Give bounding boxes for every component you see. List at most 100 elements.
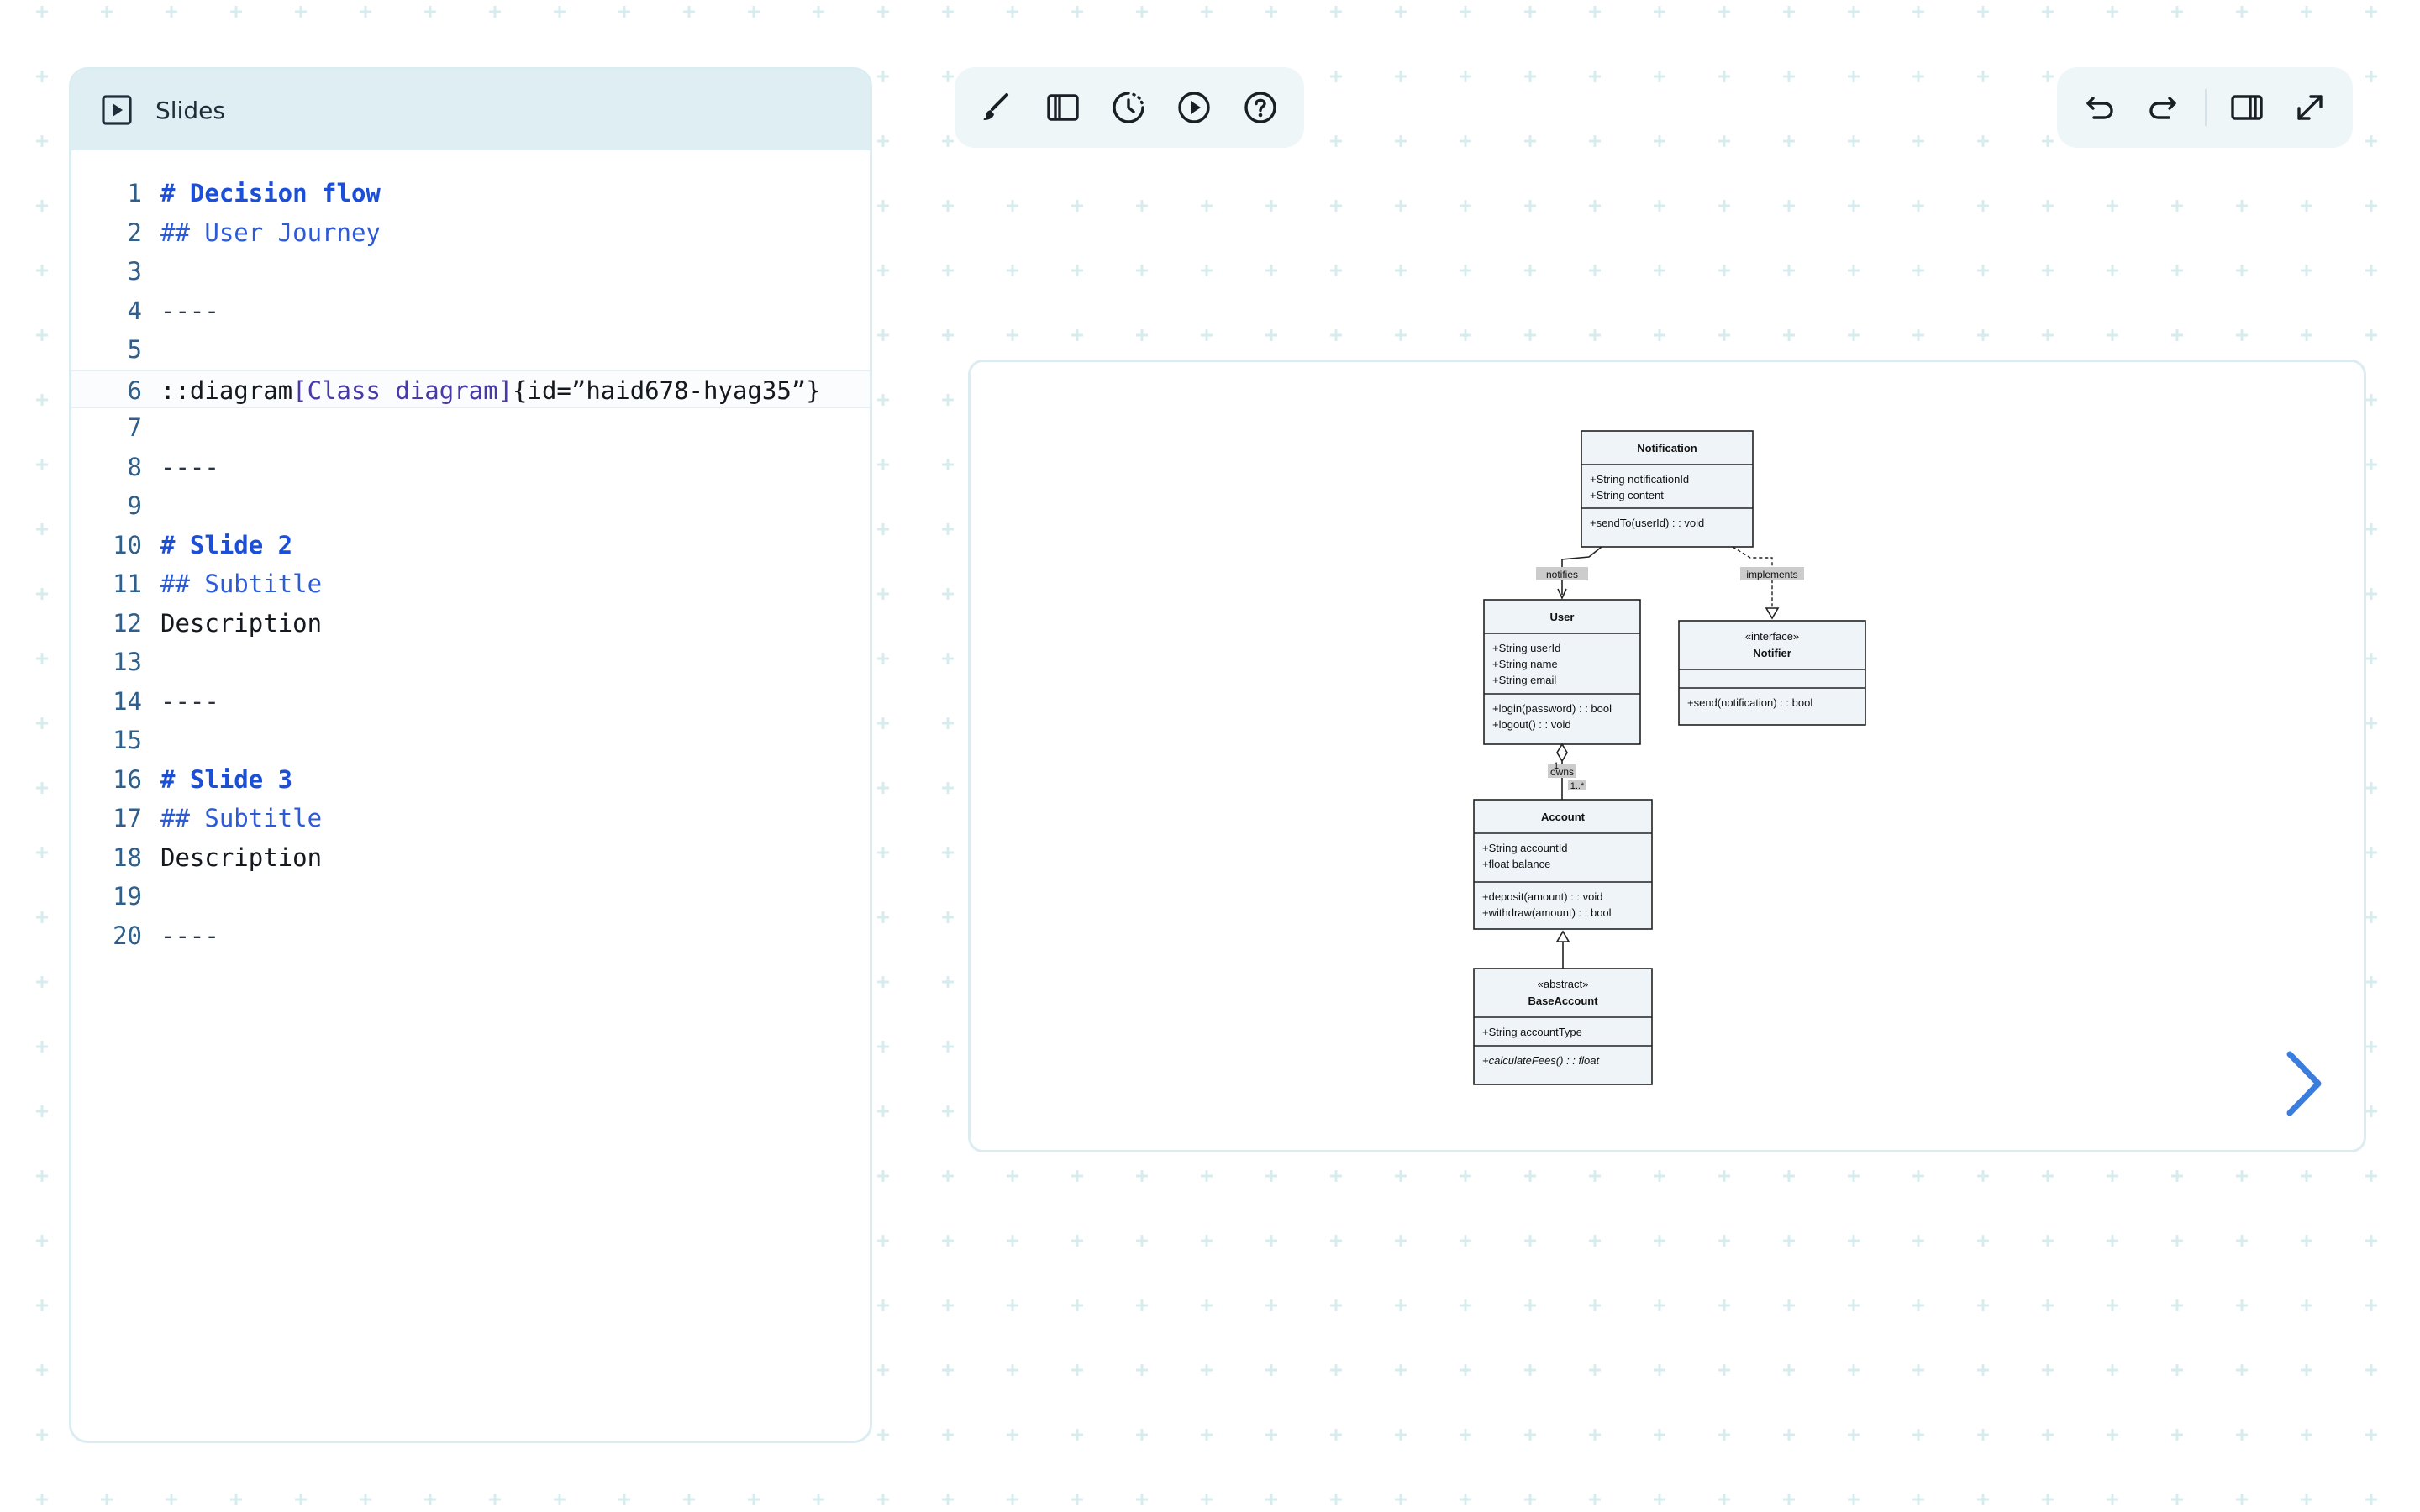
code-line[interactable]: 12 Description: [71, 604, 870, 643]
line-number: 7: [127, 413, 142, 442]
class-method: +calculateFees() : : float: [1482, 1054, 1600, 1067]
line-number: 1: [127, 179, 142, 207]
line-number: 2: [127, 218, 142, 247]
code-line[interactable]: 17## Subtitle: [71, 799, 870, 838]
line-number: 18: [113, 843, 142, 872]
line-number: 5: [127, 335, 142, 364]
brush-icon: [983, 93, 1009, 120]
code-line[interactable]: 1 # Decision flow: [71, 174, 870, 213]
code-line[interactable]: 15: [71, 721, 870, 760]
class-name: Notifier: [1753, 647, 1791, 659]
brush-button[interactable]: [975, 85, 1018, 130]
class-method: +deposit(amount) : : void: [1482, 890, 1602, 903]
code-line[interactable]: 4----: [71, 291, 870, 331]
owns-multiplicity-to-bg: [1568, 780, 1586, 790]
line-number: 3: [127, 257, 142, 286]
code-line[interactable]: 9: [71, 486, 870, 526]
line-number: 20: [113, 921, 142, 950]
line-number: 10: [113, 530, 142, 559]
help-circle-icon: [1244, 92, 1276, 123]
line-text: ## Subtitle: [160, 804, 323, 832]
redo-icon: [2149, 97, 2176, 119]
code-line[interactable]: 3: [71, 252, 870, 291]
owns-label-bg: [1548, 764, 1576, 778]
line-number: 9: [127, 491, 142, 520]
sidebar-layout-icon: [1046, 94, 1079, 121]
line-number: 11: [113, 570, 142, 598]
class-attribute: +String accountId: [1482, 842, 1568, 854]
class-name: BaseAccount: [1528, 995, 1598, 1007]
class-notifier[interactable]: «interface» Notifier +send(notification) :…: [1678, 620, 1866, 726]
implements-label-bg: [1740, 567, 1804, 580]
class-attribute: +String content: [1590, 489, 1664, 501]
next-slide-button[interactable]: [2275, 1046, 2333, 1121]
code-line[interactable]: 10# Slide 2: [71, 526, 870, 565]
line-number: 19: [113, 882, 142, 911]
help-button[interactable]: [1239, 85, 1282, 130]
class-attribute: +float balance: [1482, 858, 1550, 870]
code-line[interactable]: 2 ## User Journey: [71, 213, 870, 253]
line-text: ## User Journey: [160, 218, 381, 247]
code-line[interactable]: 11## Subtitle: [71, 564, 870, 604]
class-name: User: [1550, 611, 1575, 623]
chevron-right-icon: [2286, 1051, 2322, 1116]
class-attribute: +String email: [1492, 674, 1556, 686]
code-line[interactable]: 7: [71, 408, 870, 448]
fullscreen-button[interactable]: [2290, 85, 2331, 130]
expand-icon: [2297, 95, 2323, 120]
class-notification[interactable]: Notification+String notificationId+Strin…: [1581, 430, 1754, 548]
line-number: 16: [113, 764, 142, 794]
line-text: ::diagram[Class diagram]{id=”haid678-hya…: [160, 371, 821, 411]
class-attribute: +String accountType: [1482, 1026, 1582, 1038]
directive-label: [Class diagram]: [292, 375, 513, 405]
owns-label: owns: [1550, 766, 1574, 778]
sidebar-toggle-button[interactable]: [1040, 85, 1084, 130]
slide-preview: Notification+String notificationId+Strin…: [968, 360, 2366, 1152]
line-number: 6: [127, 375, 142, 405]
timer-button[interactable]: [1107, 85, 1150, 130]
redo-button[interactable]: [2142, 85, 2183, 130]
line-text: Description: [160, 608, 323, 638]
code-line[interactable]: 20----: [71, 916, 870, 956]
directive-attributes: {id=”haid678-hyag35”}: [513, 375, 821, 405]
code-line[interactable]: 8----: [71, 448, 870, 487]
code-line[interactable]: 13: [71, 643, 870, 682]
view-toolbar: [2057, 67, 2353, 148]
play-square-icon[interactable]: [100, 93, 134, 127]
present-button[interactable]: [1172, 85, 1216, 130]
class-stereotype: «interface»: [1745, 630, 1799, 643]
line-number: 4: [127, 296, 142, 325]
class-name: Account: [1541, 811, 1586, 823]
class-account[interactable]: Account +String accountId +float balance +d…: [1473, 799, 1653, 930]
notifies-label-bg: [1536, 567, 1588, 580]
panel-title: Slides: [155, 96, 225, 124]
inherits-arrowhead: [1555, 930, 1570, 942]
code-line[interactable]: 6::diagram[Class diagram]{id=”haid678-hy…: [71, 369, 870, 411]
class-user[interactable]: User+String userId+String name+String em…: [1483, 599, 1641, 745]
code-line[interactable]: 19: [71, 877, 870, 916]
line-number: 15: [113, 726, 142, 754]
undo-button[interactable]: [2079, 85, 2120, 130]
undo-icon: [2086, 97, 2113, 119]
line-text: # Decision flow: [160, 179, 381, 207]
code-line[interactable]: 14 ----: [71, 682, 870, 722]
code-line[interactable]: 16# Slide 3: [71, 760, 870, 800]
class-method: +logout() : : void: [1492, 718, 1571, 731]
play-circle-icon: [1178, 92, 1211, 123]
owns-multiplicity-from: 1: [1554, 761, 1559, 771]
class-method: +send(notification) : : bool: [1687, 696, 1812, 709]
class-base-account[interactable]: «abstract»BaseAccount+String accountType…: [1473, 968, 1653, 1085]
line-text: ----: [160, 686, 219, 716]
code-line[interactable]: 5: [71, 330, 870, 370]
class-attribute: +String userId: [1492, 642, 1560, 654]
class-method: +login(password) : : bool: [1492, 702, 1612, 715]
class-method: +sendTo(userId) : : void: [1590, 517, 1704, 529]
line-number: 13: [113, 648, 142, 676]
split-view-button[interactable]: [2227, 85, 2268, 130]
notifies-label: notifies: [1546, 569, 1578, 580]
editor-panel: Slides 1 # Decision flow 2 ## User Journey 3…: [69, 67, 872, 1443]
line-number: 14: [113, 686, 142, 716]
line-number: 12: [113, 608, 142, 638]
